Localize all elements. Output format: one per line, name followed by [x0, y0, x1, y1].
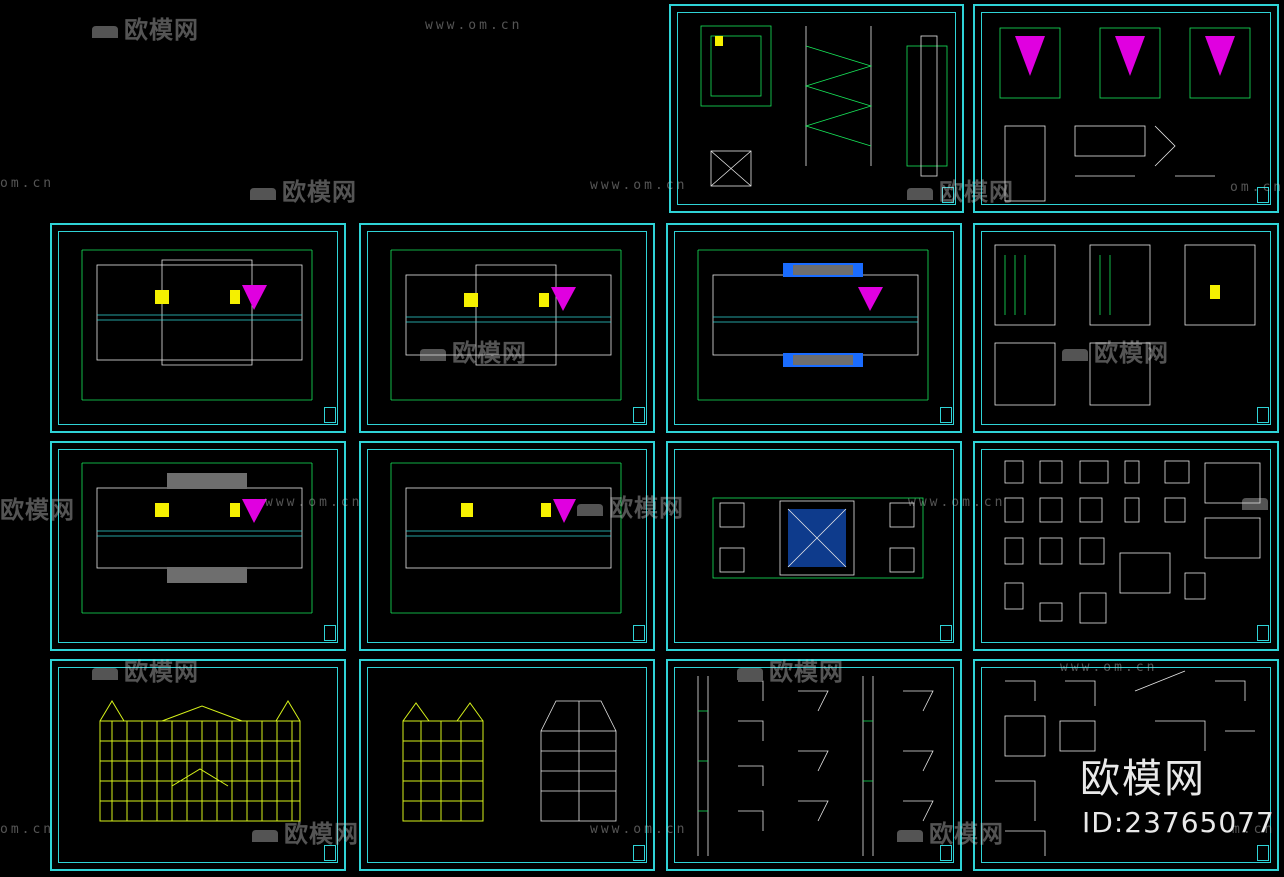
- sofa-logo-icon: [895, 822, 925, 842]
- sheet-toilet-plans-details[interactable]: [973, 4, 1279, 213]
- fifth-floor-plan-drawing: [390, 462, 622, 614]
- title-block: [1257, 845, 1269, 861]
- sofa-logo-icon: [248, 180, 278, 200]
- sheet-fourth-floor-plan[interactable]: [50, 441, 346, 651]
- sheet-roof-plan[interactable]: [666, 441, 962, 651]
- sofa-logo-icon: [735, 660, 765, 680]
- title-block: [1257, 625, 1269, 641]
- title-block: [940, 625, 952, 641]
- watermark-brand: 欧模网: [418, 333, 527, 368]
- watermark-url: om.cn: [0, 822, 55, 837]
- sheet-wall-sections[interactable]: [666, 659, 962, 871]
- title-block: [633, 407, 645, 423]
- watermark-brand: 欧模网: [1060, 333, 1169, 368]
- watermark-url: www.om.cn: [1060, 660, 1158, 675]
- sheet-front-elevation[interactable]: [50, 659, 346, 871]
- sofa-logo-icon: [90, 18, 120, 38]
- sheet-stair-details[interactable]: [669, 4, 964, 213]
- watermark-url: www.om.cn: [590, 178, 688, 193]
- fourth-floor-plan-drawing: [81, 462, 313, 614]
- watermark-url: www.om.cn: [908, 495, 1006, 510]
- sofa-logo-icon: [575, 496, 605, 516]
- title-block: [940, 407, 952, 423]
- title-block: [324, 407, 336, 423]
- sofa-logo-icon: [1060, 341, 1090, 361]
- watermark-url: www.om.cn: [590, 822, 688, 837]
- sheet-ground-floor-plan[interactable]: [50, 223, 346, 433]
- watermark-brand: 欧模网: [735, 652, 844, 687]
- stair-details-drawing: [700, 25, 948, 187]
- sheet-stair-plans[interactable]: [973, 223, 1279, 433]
- roof-plan-drawing: [712, 497, 924, 579]
- toilet-plans-drawing: [999, 27, 1251, 202]
- sheet-node-details[interactable]: [973, 659, 1279, 871]
- watermark-url: www.om.cn: [265, 495, 363, 510]
- sheet-side-elevation-section[interactable]: [359, 659, 655, 871]
- watermark-brand: 欧模网: [895, 814, 1004, 849]
- sofa-logo-icon: [250, 822, 280, 842]
- sofa-logo-icon: [90, 660, 120, 680]
- wall-sections-drawing: [697, 676, 934, 856]
- title-block: [1257, 407, 1269, 423]
- watermark-brand: 欧模网: [905, 172, 1014, 207]
- model-id-label: ID:23765077: [1082, 806, 1275, 839]
- ground-floor-plan-drawing: [81, 249, 313, 401]
- window-door-drawing: [1004, 460, 1261, 624]
- sofa-logo-icon: [905, 180, 935, 200]
- side-elevation-drawing: [402, 700, 617, 822]
- watermark-url: www.om.cn: [425, 18, 523, 33]
- front-elevation-drawing: [99, 700, 301, 822]
- second-floor-plan-drawing: [390, 249, 622, 401]
- title-block: [324, 625, 336, 641]
- watermark-url: om.cn: [0, 176, 55, 191]
- watermark-url: m.cn: [1232, 822, 1276, 837]
- sheet-window-door-schedule[interactable]: [973, 441, 1279, 651]
- sheet-third-floor-plan[interactable]: [666, 223, 962, 433]
- title-block: [1257, 187, 1269, 203]
- watermark-brand: 欧模网: [248, 172, 357, 207]
- watermark-brand: 欧模网: [0, 496, 75, 524]
- sofa-logo-icon: [1240, 490, 1270, 510]
- watermark-brand: 欧模网: [250, 814, 359, 849]
- title-block: [633, 845, 645, 861]
- title-block: [324, 845, 336, 861]
- watermark-brand: [1240, 488, 1274, 516]
- node-details-drawing: [995, 670, 1255, 856]
- sheet-second-floor-plan[interactable]: [359, 223, 655, 433]
- sheet-fifth-floor-plan[interactable]: [359, 441, 655, 651]
- watermark-url: om.cn: [1230, 180, 1284, 195]
- watermark-brand: 欧模网: [575, 488, 684, 523]
- third-floor-plan-drawing: [697, 249, 929, 401]
- title-block: [940, 845, 952, 861]
- watermark-brand: 欧模网: [90, 10, 199, 45]
- watermark-brand: 欧模网: [90, 652, 199, 687]
- brand-logo-text: 欧模网: [1080, 756, 1206, 802]
- stair-plans-drawing: [994, 244, 1256, 406]
- title-block: [633, 625, 645, 641]
- title-block: [942, 187, 954, 203]
- sofa-logo-icon: [418, 341, 448, 361]
